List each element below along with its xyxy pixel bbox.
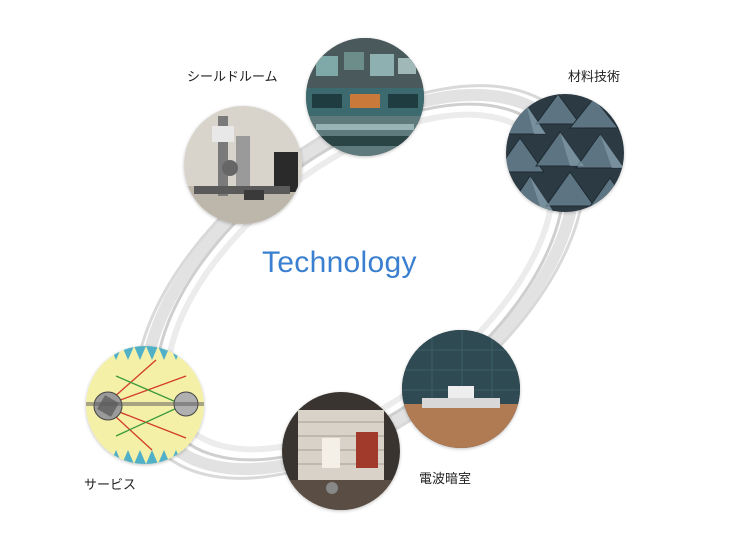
service-label[interactable]: サービス: [84, 474, 136, 493]
control-room-image[interactable]: [306, 38, 424, 156]
page-title: Technology: [262, 246, 417, 280]
shield-room-image[interactable]: [184, 106, 302, 224]
material-tech-image[interactable]: [506, 94, 624, 212]
material-tech-label[interactable]: 材料技術: [568, 66, 620, 85]
service-image[interactable]: [86, 346, 204, 464]
anechoic-chamber-image[interactable]: [402, 330, 520, 448]
shield-room-label[interactable]: シールドルーム: [187, 66, 278, 85]
anechoic-chamber-label[interactable]: 電波暗室: [419, 468, 471, 487]
anechoic-room-image[interactable]: [282, 392, 400, 510]
